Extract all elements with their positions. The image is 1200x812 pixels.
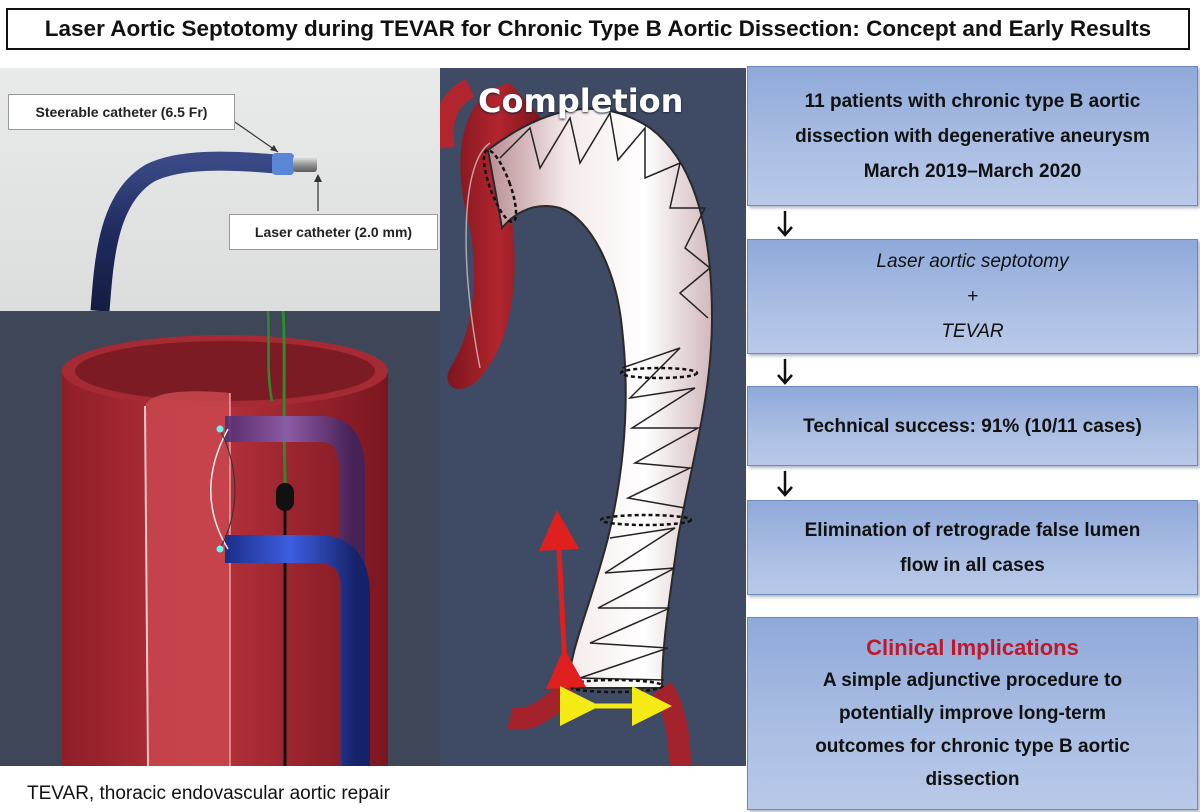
flow-text: TEVAR [941,321,1004,342]
blue-marker [272,153,294,175]
flow-text: flow in all cases [900,554,1045,576]
catheter-photo-drawing [90,119,322,311]
stent-graft-drawing [440,79,714,766]
down-arrow-icon [777,359,793,385]
septotomy-illustration-panel [0,311,440,766]
implications-heading: Clinical Implications [866,634,1079,660]
flow-text: outcomes for chronic type B aortic [815,735,1130,757]
flow-text: dissection [925,768,1020,790]
flow-text: potentially improve long-term [838,702,1107,724]
laser-catheter-label: Laser catheter (2.0 mm) [229,214,438,250]
flow-box-technical-success: Technical success: 91% (10/11 cases) [747,386,1198,466]
steerable-catheter-label: Steerable catheter (6.5 Fr) [8,94,235,130]
completion-label: Completion [478,82,684,120]
flow-text: March 2019–March 2020 [863,160,1082,182]
flow-text: A simple adjunctive procedure to [822,669,1123,691]
flow-text: + [966,286,979,307]
flow-text: Elimination of retrograde false lumen [804,519,1141,541]
abbreviation-footnote: TEVAR, thoracic endovascular aortic repa… [27,783,390,804]
flow-box-implications: Clinical Implications A simple adjunctiv… [747,617,1198,810]
laser-tip [293,156,317,172]
flow-text: 11 patients with chronic type B aortic [804,90,1141,112]
flow-text: Technical success: 91% (10/11 cases) [803,415,1142,437]
flow-text: dissection with degenerative aneurysm [795,125,1150,147]
down-arrow-icon [777,471,793,497]
flow-text: Laser aortic septotomy [876,251,1069,272]
aorta-illustration [62,311,388,766]
figure-title: Laser Aortic Septotomy during TEVAR for … [6,8,1190,50]
catheter-photo-panel: Steerable catheter (6.5 Fr) Laser cathet… [0,68,440,311]
down-arrow-icon [777,211,793,237]
completion-panel [440,68,746,766]
flow-box-patients: 11 patients with chronic type B aortic d… [747,66,1198,206]
flow-box-elimination: Elimination of retrograde false lumen fl… [747,500,1198,595]
flow-box-procedure: Laser aortic septotomy + TEVAR [747,239,1198,354]
